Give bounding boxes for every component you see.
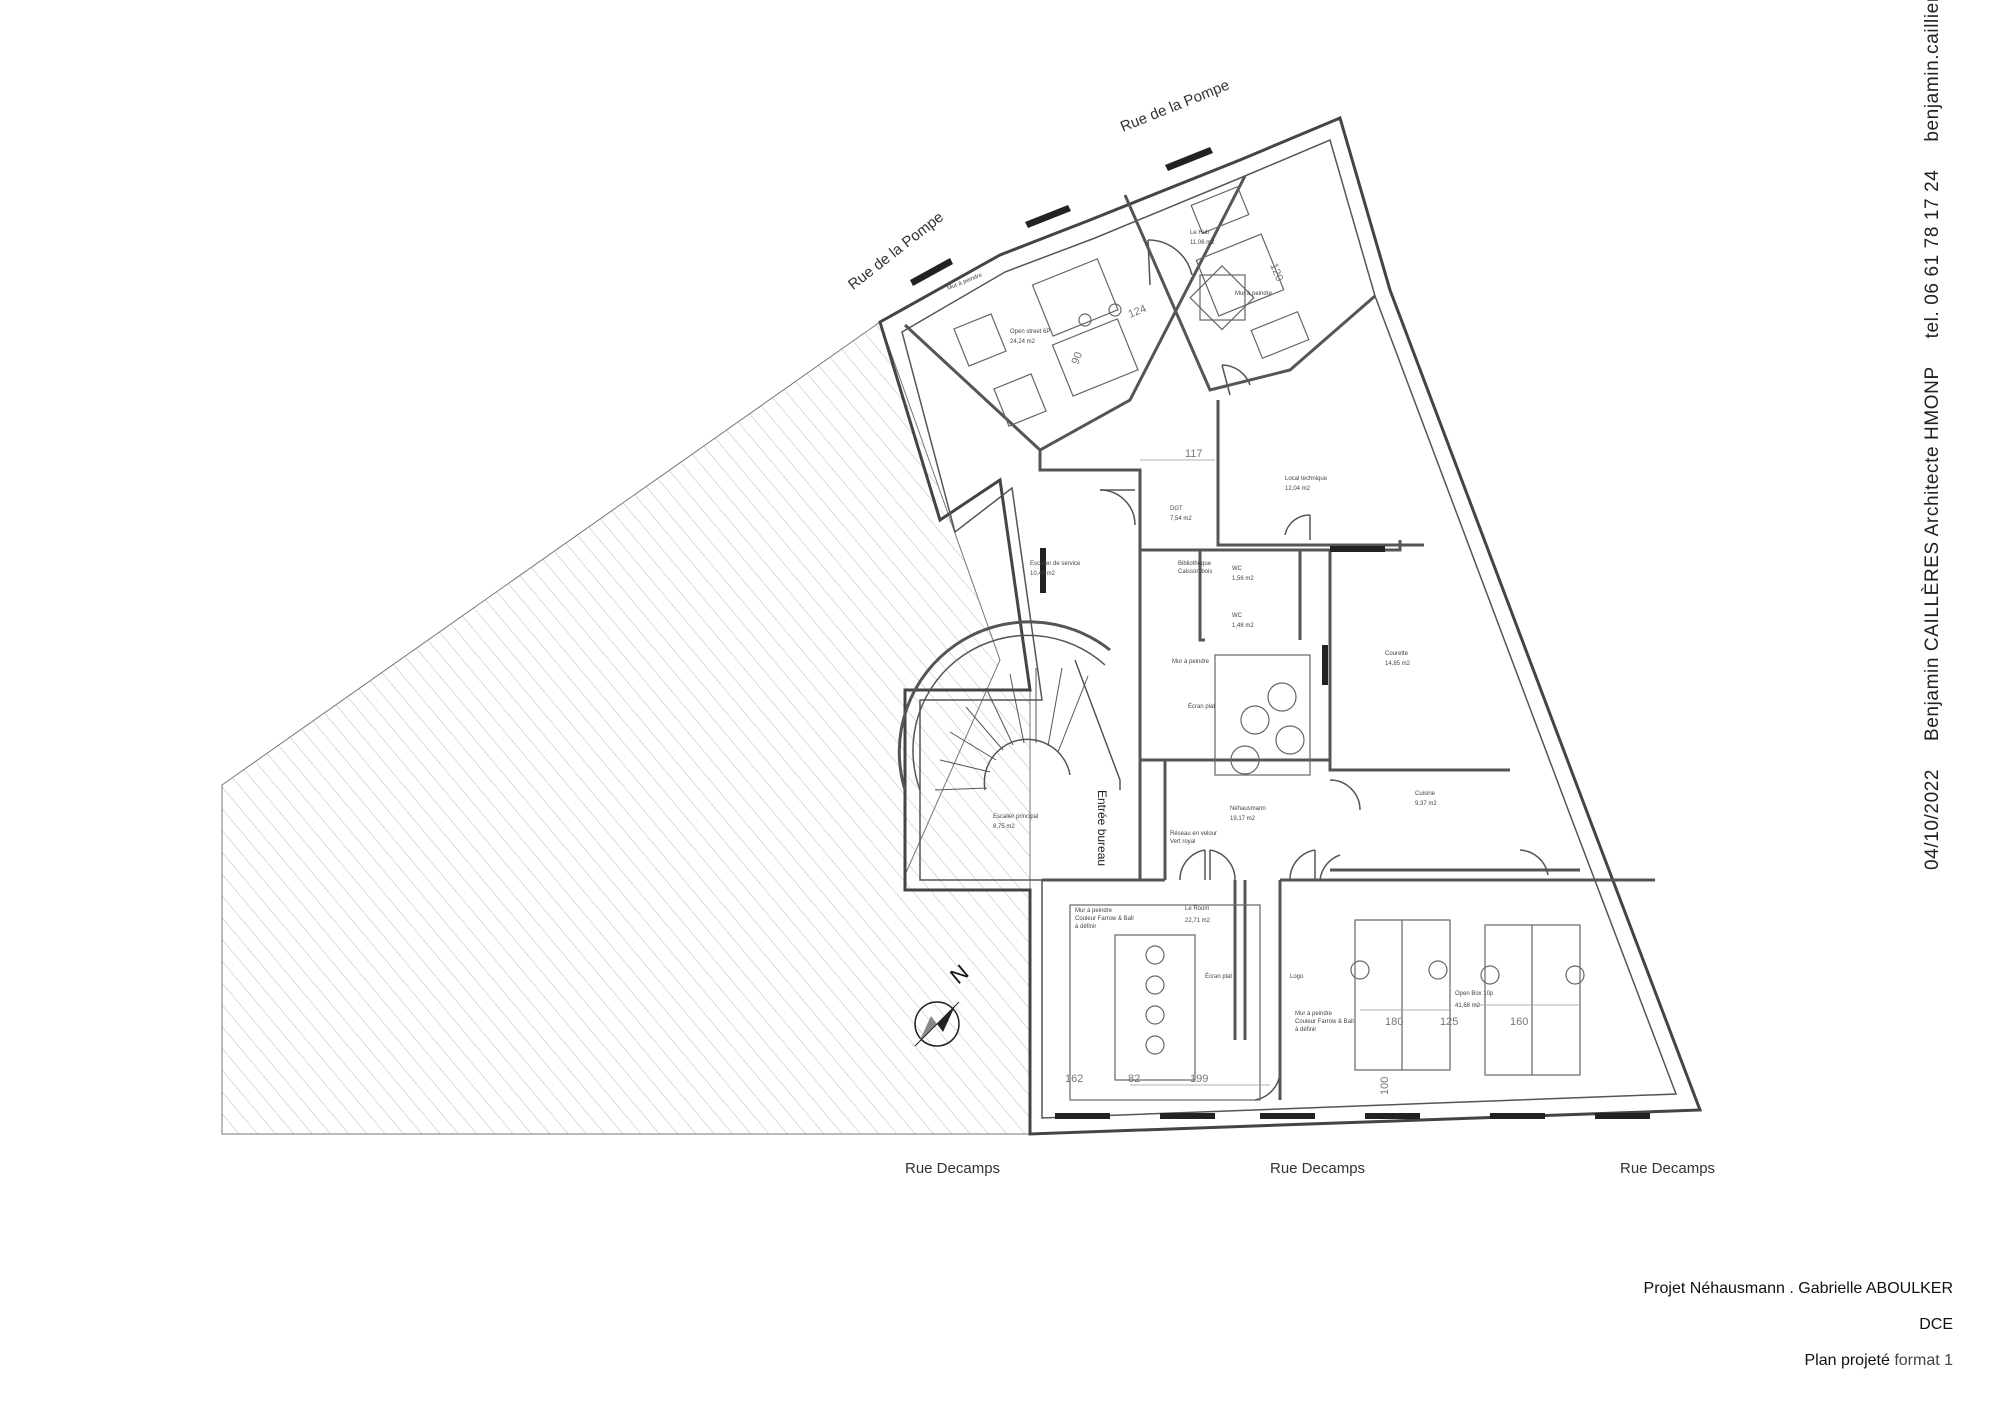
room-escalier-service-area: 10,49 m2 [1030,571,1056,577]
hatched-courtyard [221,321,1031,1135]
dim-125: 125 [1440,1016,1458,1028]
note-vert-royal: Vert royal [1170,839,1195,845]
room-nehausmann-name: Néhausmann [1230,806,1266,812]
door-swings [1099,239,1549,1101]
room-le-room-area: 22,71 m2 [1185,918,1211,924]
note-logo: Logo [1290,974,1304,980]
note-entree-bureau: Entrée bureau [1095,790,1109,866]
room-courette-name: Courette [1385,651,1409,657]
room-hub-area: 11,06 m2 [1190,240,1215,246]
note-mur-peindre-3: Mur à peindre [1295,1011,1333,1017]
note-a-definir-1: à définir [1075,924,1096,930]
windows [910,147,1650,1119]
building-inner-wall [901,138,1678,1119]
dim-100: 100 [1379,1077,1391,1095]
plan-title: Plan projeté format 1 [1804,1352,1953,1370]
room-open-street-name: Open street 6P [1010,329,1050,335]
room-labels: Open street 6P 24,24 m2 Le Hub 11,06 m2 … [993,230,1494,1009]
room-le-room-name: Le Room [1185,906,1209,912]
project-phase: DCE [1919,1316,1953,1333]
note-caisson: Caisson bois [1178,569,1212,575]
partition-walls [903,175,1655,1100]
room-open-box-area: 41,68 m2 [1455,1003,1481,1009]
note-couleur-1: Couleur Farrow & Ball [1075,916,1134,922]
project-title: Projet Néhausmann . Gabrielle ABOULKER [1643,1280,1953,1297]
street-rue-decamps-1: Rue Decamps [905,1160,1001,1177]
room-nehausmann-area: 19,17 m2 [1230,816,1256,822]
room-open-box-name: Open Box 10p [1455,991,1494,997]
room-escalier-principal-area: 8,75 m2 [993,824,1015,830]
note-mur-peindre-4: Mur à peindre [1235,291,1273,297]
room-escalier-service-name: Escalier de service [1030,561,1081,567]
room-wc2-area: 1,48 m2 [1232,623,1254,629]
sidebar-date: 04/10/2022 [1922,768,1943,870]
dim-82: 82 [1128,1073,1140,1085]
sidebar-author: Benjamin CAILLÈRES Architecte HMONP [1922,366,1943,742]
room-wc1-name: WC [1232,566,1243,572]
dim-90: 90 [1070,350,1085,366]
dimension-lines [1130,459,1580,1086]
note-mur-peindre-1: Mur à peindre [1172,659,1210,665]
furniture [953,185,1585,1101]
note-bibliotheque: Bibliothèque [1178,561,1212,567]
dimension-labels: 117 124 90 120 162 82 199 180 125 160 10… [1065,262,1528,1095]
sidebar-email: benjamin.caillieres@gmail.com [1922,0,1943,142]
dim-162: 162 [1065,1073,1083,1085]
room-dgt-name: DGT [1170,506,1183,512]
architect-sidebar: 04/10/2022 Benjamin CAILLÈRES Architecte… [1922,0,1944,870]
note-mur-peindre-2: Mur à peindre [1075,908,1113,914]
room-escalier-principal-name: Escalier principal [993,814,1038,820]
note-a-definir-2: à définir [1295,1027,1316,1033]
plan-title-format: format 1 [1894,1352,1953,1369]
room-dgt-area: 7,54 m2 [1170,516,1192,522]
street-rue-decamps-3: Rue Decamps [1620,1160,1716,1177]
room-local-technique-name: Local technique [1285,476,1328,482]
note-ecran-plat-1: Écran plat [1188,703,1215,710]
room-wc2-name: WC [1232,613,1243,619]
street-rue-decamps-2: Rue Decamps [1270,1160,1366,1177]
room-wc1-area: 1,56 m2 [1232,576,1254,582]
dim-180: 180 [1385,1016,1403,1028]
room-local-technique-area: 12,04 m2 [1285,486,1311,492]
note-ecran-plat-2: Écran plat [1205,973,1232,980]
room-hub-name: Le Hub [1190,230,1210,236]
room-courette-area: 14,85 m2 [1385,661,1411,667]
plan-title-bold: Plan projeté [1804,1352,1890,1369]
room-cuisine-area: 9,37 m2 [1415,801,1437,807]
room-open-street-area: 24,24 m2 [1010,339,1036,345]
note-couleur-2: Couleur Farrow & Ball [1295,1019,1354,1025]
spiral-staircase [897,620,1121,791]
room-cuisine-name: Cuisine [1415,791,1436,797]
dim-199: 199 [1190,1073,1208,1085]
dim-124: 124 [1127,303,1149,321]
dim-117: 117 [1185,448,1203,460]
building-outer-wall [878,115,1703,1136]
dim-160: 160 [1510,1016,1528,1028]
note-reseau: Réseau en velour [1170,831,1217,837]
sidebar-tel: tel. 06 61 78 17 24 [1922,169,1943,339]
dim-120: 120 [1267,262,1285,284]
